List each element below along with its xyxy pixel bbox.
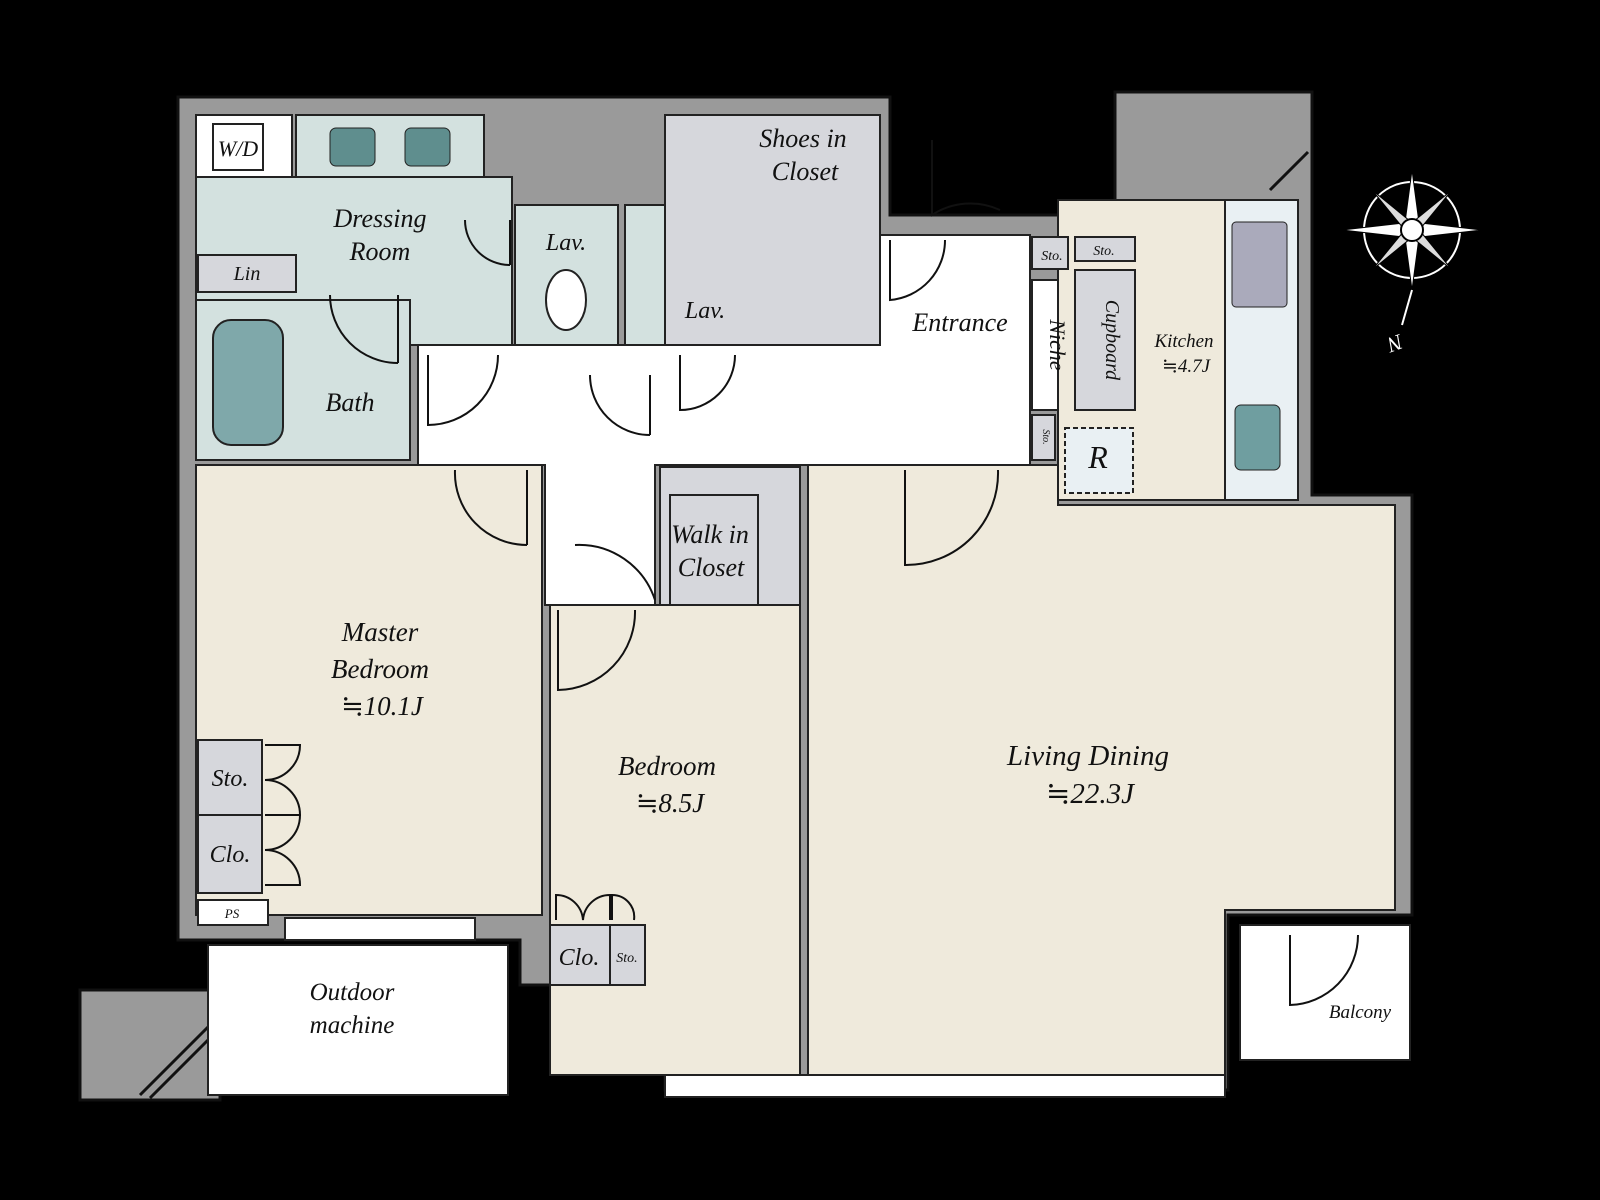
outdoor-machine-label: machine: [310, 1012, 395, 1039]
dressing-label: Dressing: [333, 204, 427, 233]
master-bedroom-size: ≒10.1J: [341, 691, 425, 721]
storage-label: Sto.: [1041, 249, 1062, 264]
toilet-icon: [545, 269, 587, 331]
closet-label: Clo.: [559, 945, 600, 971]
shoes-closet-label: Closet: [772, 157, 839, 186]
window: [284, 917, 476, 941]
entrance-label: Entrance: [911, 308, 1007, 337]
bath-label: Bath: [325, 388, 374, 417]
shoes-in-closet: [664, 114, 881, 346]
sink-icon: [404, 127, 451, 167]
linen-closet: [197, 254, 297, 293]
kitchen-label: Kitchen: [1153, 331, 1213, 352]
master-bedroom-label: Bedroom: [331, 654, 429, 684]
kitchen-size: ≒4.7J: [1162, 356, 1212, 377]
shoes-closet-label: Shoes in: [759, 124, 846, 153]
door-swings: [264, 140, 1359, 1007]
living-dining-label: Living Dining: [1006, 740, 1169, 772]
balcony: [1239, 924, 1411, 1061]
pipe-space: [197, 899, 269, 926]
bedroom-storage: [609, 924, 646, 986]
window: [664, 1074, 1226, 1098]
master-storage: [197, 739, 263, 816]
balcony-label: Balcony: [1329, 1002, 1392, 1023]
refrigerator-label: R: [1087, 439, 1108, 475]
compass-icon: [1341, 169, 1483, 326]
north-label: N: [1383, 329, 1408, 358]
storage-label: Sto.: [1040, 429, 1051, 444]
refrigerator-space: [1064, 427, 1134, 494]
bathtub-icon: [212, 319, 284, 446]
washer-dryer: [212, 123, 264, 171]
linen-label: Lin: [233, 263, 261, 285]
storage-tiny: [1031, 414, 1056, 461]
storage-label: Sto.: [212, 766, 249, 792]
walk-in-closet-label: Closet: [678, 553, 745, 582]
storage-label: Sto.: [1093, 244, 1114, 259]
niche-label: Niche: [1045, 318, 1070, 371]
closet-label: Clo.: [210, 842, 251, 868]
stove-icon: [1231, 221, 1288, 308]
walk-in-closet-label: Walk in: [671, 520, 749, 549]
vanity: [295, 114, 485, 178]
living-dining-size: ≒22.3J: [1046, 778, 1135, 810]
dressing-label: Room: [349, 237, 411, 266]
kitchen-sink-icon: [1234, 404, 1281, 471]
cupboard-label: Cupboard: [1101, 300, 1123, 381]
master-closet: [197, 814, 263, 894]
lav-label: Lav.: [684, 298, 725, 324]
outdoor-machine-label: Outdoor: [310, 979, 395, 1006]
bedroom-closet: [549, 924, 611, 986]
lav-label: Lav.: [545, 230, 586, 256]
outdoor-machine-area: [207, 944, 509, 1096]
storage-label: Sto.: [616, 951, 637, 966]
bedroom-size: ≒8.5J: [636, 788, 706, 818]
master-bedroom-label: Master: [341, 617, 419, 647]
bedroom-label: Bedroom: [618, 751, 716, 781]
sink-icon: [329, 127, 376, 167]
pipe-space-label: PS: [224, 906, 240, 921]
wd-label: W/D: [218, 136, 258, 161]
bedroom: [549, 604, 801, 1076]
